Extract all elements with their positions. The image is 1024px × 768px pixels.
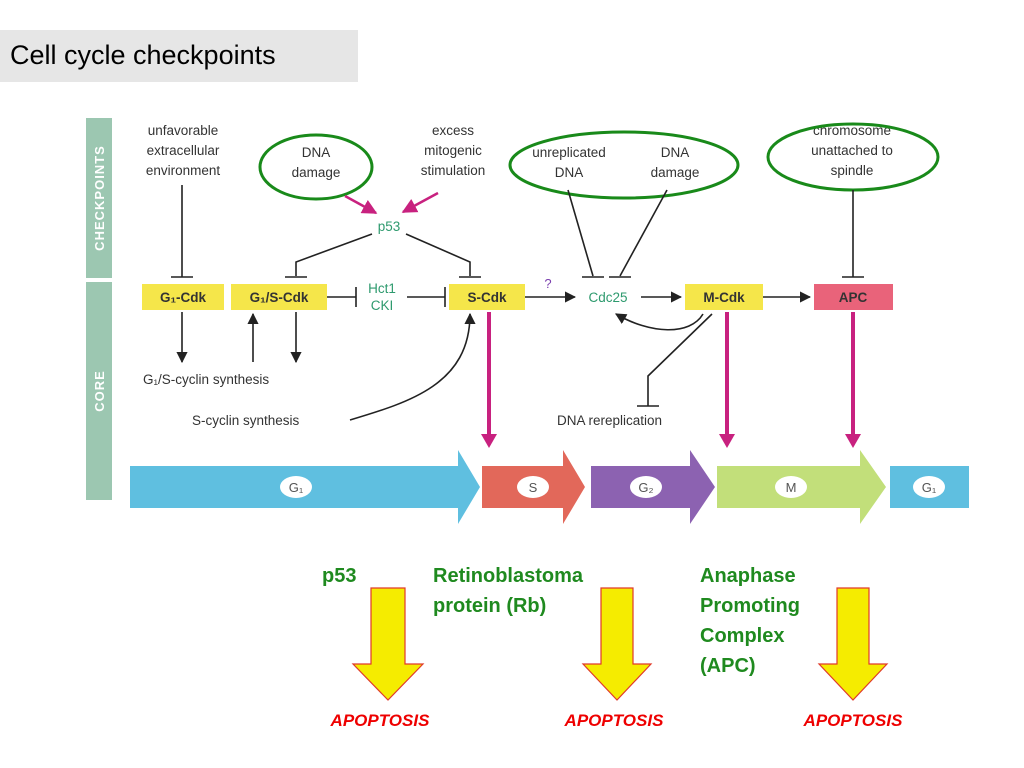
apoptosis-arrow-3 <box>817 587 889 701</box>
g1s-cyclin-synthesis-label: G₁/S-cyclin synthesis <box>143 372 269 387</box>
m-cdk-box <box>685 284 763 310</box>
g1-cdk-label: G₁-Cdk <box>160 290 207 305</box>
svg-text:protein (Rb): protein (Rb) <box>433 595 546 617</box>
hct1-label: Hct1 <box>368 281 396 296</box>
apc-label: APC <box>839 290 868 305</box>
svg-text:unattached to: unattached to <box>811 143 893 158</box>
svg-text:spindle: spindle <box>831 163 874 178</box>
apoptosis-label-3: APOPTOSIS <box>803 711 904 730</box>
core-side-bar <box>86 282 112 500</box>
apoptosis-arrow-2 <box>581 587 653 701</box>
unreplicated-dna-label: unreplicated DNA <box>532 145 606 180</box>
svg-text:unfavorable: unfavorable <box>148 123 219 138</box>
svg-text:mitogenic: mitogenic <box>424 143 482 158</box>
m-cdk-label: M-Cdk <box>703 290 745 305</box>
svg-text:DNA: DNA <box>661 145 690 160</box>
excess-to-p53-arrow <box>401 191 439 214</box>
svg-text:extracellular: extracellular <box>147 143 220 158</box>
title-box: Cell cycle checkpoints <box>0 30 358 82</box>
checkpoints-side-label: CHECKPOINTS <box>92 145 107 251</box>
dna-damage-oval <box>258 133 374 201</box>
phase-transition-arrowheads <box>481 434 861 448</box>
p53-bottom-label: p53 <box>322 565 356 587</box>
svg-text:stimulation: stimulation <box>421 163 486 178</box>
g1s-cdk-label: G₁/S-Cdk <box>250 290 309 305</box>
s-cdk-box <box>449 284 525 310</box>
svg-text:Anaphase: Anaphase <box>700 565 796 587</box>
chromosome-unattached-label: chromosome unattached to spindle <box>811 123 893 178</box>
apc-box <box>814 284 893 310</box>
s-cyclin-synthesis-label: S-cyclin synthesis <box>192 413 300 428</box>
phase-label-s: S <box>529 480 538 495</box>
unfavorable-environment-label: unfavorable extracellular environment <box>146 123 221 178</box>
svg-text:Complex: Complex <box>700 625 784 647</box>
svg-text:damage: damage <box>651 165 700 180</box>
g1-cdk-box <box>142 284 224 310</box>
apc-bottom-label: Anaphase Promoting Complex (APC) <box>700 565 800 677</box>
svg-text:DNA: DNA <box>302 145 331 160</box>
svg-text:damage: damage <box>292 165 341 180</box>
phase-label-g1-next: G₁ <box>922 480 937 495</box>
cdc25-label: Cdc25 <box>588 290 627 305</box>
dna-rereplication-label: DNA rereplication <box>557 413 662 428</box>
apoptosis-label-2: APOPTOSIS <box>564 711 665 730</box>
page-title: Cell cycle checkpoints <box>10 40 276 70</box>
checkpoint-inhibition-lines <box>171 185 864 278</box>
core-connections <box>176 287 812 421</box>
svg-text:unreplicated: unreplicated <box>532 145 606 160</box>
svg-text:chromosome: chromosome <box>813 123 891 138</box>
svg-text:Promoting: Promoting <box>700 595 800 617</box>
core-side-label: CORE <box>92 370 107 412</box>
apoptosis-label-1: APOPTOSIS <box>330 711 431 730</box>
rb-label: Retinoblastoma protein (Rb) <box>433 565 584 617</box>
apoptosis-arrow-1 <box>351 587 425 701</box>
g1s-cdk-box <box>231 284 327 310</box>
svg-text:Retinoblastoma: Retinoblastoma <box>433 565 584 587</box>
phase-transition-arrows <box>487 312 855 436</box>
svg-text:(APC): (APC) <box>700 655 756 677</box>
cki-label: CKI <box>371 298 394 313</box>
phase-label-g1: G₁ <box>289 480 304 495</box>
checkpoints-side-bar <box>86 118 112 278</box>
excess-mitogenic-label: excess mitogenic stimulation <box>421 123 486 178</box>
question-mark: ? <box>544 276 551 291</box>
svg-text:excess: excess <box>432 123 474 138</box>
dna-damage-label-2: DNA damage <box>651 145 700 180</box>
svg-text:DNA: DNA <box>555 165 584 180</box>
phase-label-m: M <box>786 480 797 495</box>
replication-damage-oval <box>508 130 740 200</box>
phase-label-g2: G₂ <box>638 480 653 495</box>
s-cdk-label: S-Cdk <box>467 290 506 305</box>
dna-damage-to-p53-arrow <box>344 194 378 215</box>
svg-text:environment: environment <box>146 163 221 178</box>
dna-damage-label-1: DNA damage <box>292 145 341 180</box>
p53-node: p53 <box>378 219 401 234</box>
